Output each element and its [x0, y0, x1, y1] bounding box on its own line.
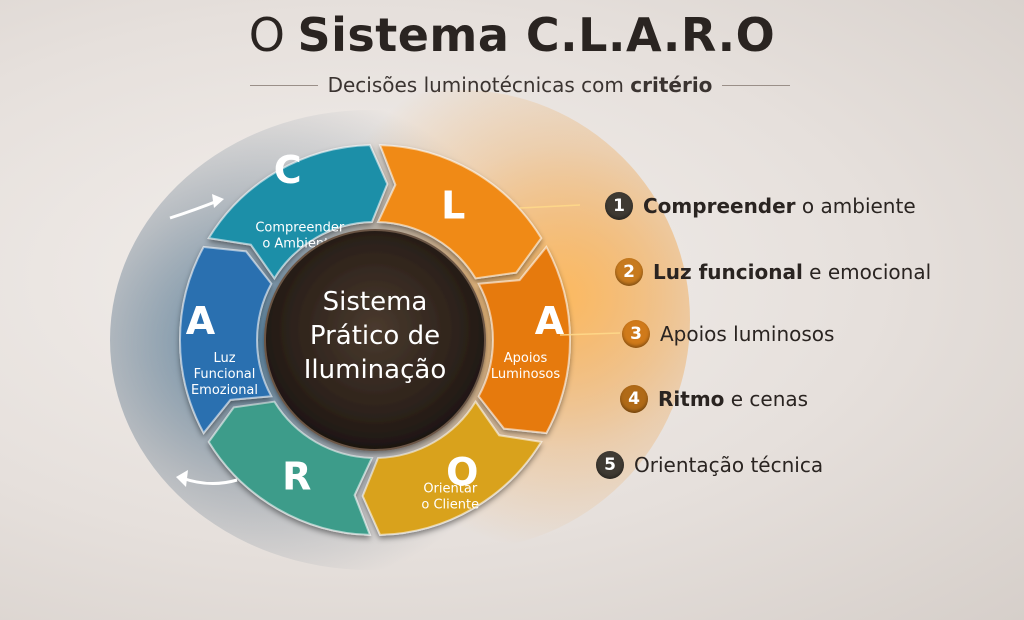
- step-number-badge: 3: [622, 320, 650, 348]
- step-text: Luz funcional e emocional: [653, 260, 931, 284]
- step-item-5: 5 Orientação técnica: [596, 451, 823, 479]
- step-number-badge: 2: [615, 258, 643, 286]
- step-text: Ritmo e cenas: [658, 387, 808, 411]
- step-text-rest: Apoios luminosos: [660, 322, 834, 346]
- step-item-4: 4 Ritmo e cenas: [620, 385, 808, 413]
- step-text-rest: Orientação técnica: [634, 453, 823, 477]
- step-text-bold: Ritmo: [658, 387, 724, 411]
- step-text: Apoios luminosos: [660, 322, 834, 346]
- step-item-3: 3 Apoios luminosos: [622, 320, 834, 348]
- step-item-1: 1 Compreender o ambiente: [605, 192, 916, 220]
- step-text-rest: o ambiente: [796, 194, 916, 218]
- step-item-2: 2 Luz funcional e emocional: [615, 258, 931, 286]
- step-number-badge: 1: [605, 192, 633, 220]
- step-text-rest: e emocional: [803, 260, 931, 284]
- step-number-badge: 4: [620, 385, 648, 413]
- step-number-badge: 5: [596, 451, 624, 479]
- step-text-bold: Luz funcional: [653, 260, 803, 284]
- step-text: Compreender o ambiente: [643, 194, 916, 218]
- step-text: Orientação técnica: [634, 453, 823, 477]
- step-text-rest: e cenas: [724, 387, 808, 411]
- step-text-bold: Compreender: [643, 194, 796, 218]
